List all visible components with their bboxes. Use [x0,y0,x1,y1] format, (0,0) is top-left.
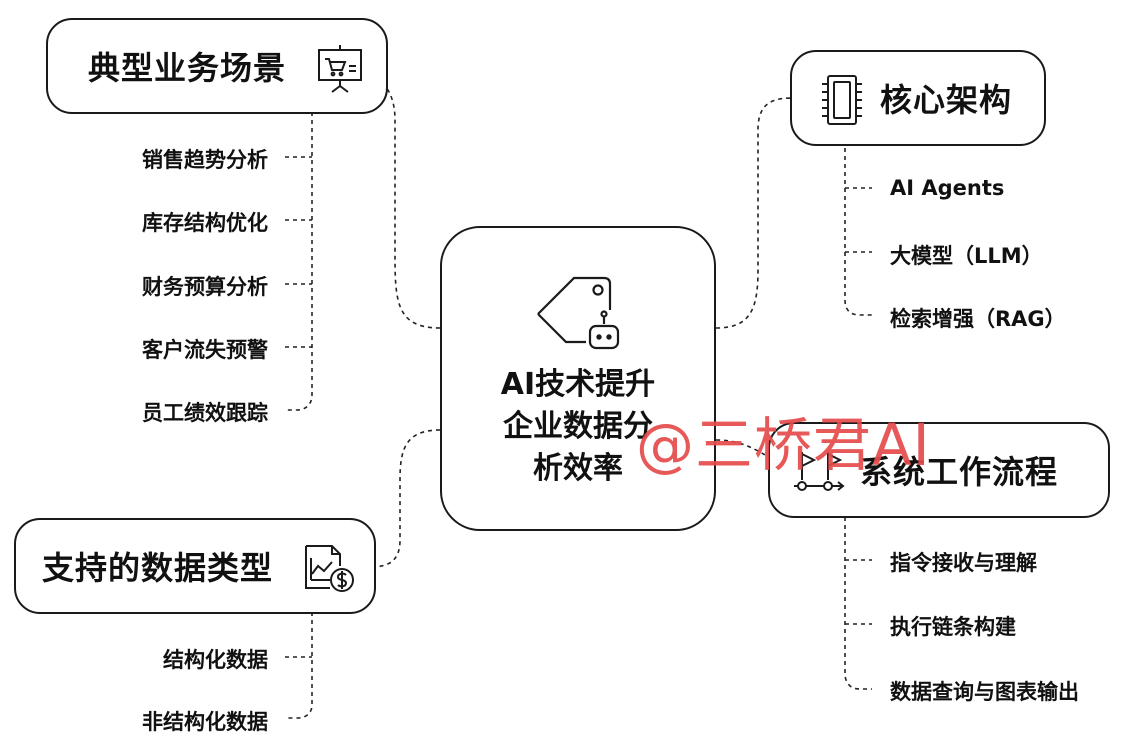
center-title: AI技术提升 企业数据分 析效率 [440,364,716,490]
center-title-line-2: 析效率 [533,451,623,486]
center-title-line-0: AI技术提升 [500,367,656,402]
scenario-item-3: 客户流失预警 [142,338,268,362]
center-title-line-1: 企业数据分 [503,409,653,444]
flags-flow-icon [792,446,848,498]
architecture-title: 核心架构 [880,81,1013,119]
scenario-item-2: 财务预算分析 [142,275,268,299]
data-type-item-0: 结构化数据 [163,648,268,672]
scenarios-title: 典型业务场景 [88,49,287,87]
scenario-item-4: 员工绩效跟踪 [142,401,268,425]
workflow-item-0: 指令接收与理解 [890,551,1037,575]
data-type-item-1: 非结构化数据 [142,710,268,734]
data-types-node: 支持的数据类型 [14,518,376,614]
workflow-item-2: 数据查询与图表输出 [890,680,1079,704]
architecture-node: 核心架构 [790,50,1046,146]
architecture-item-0: AI Agents [890,176,1005,200]
scenario-item-1: 库存结构优化 [142,211,268,235]
scenario-item-0: 销售趋势分析 [142,148,268,172]
workflow-item-1: 执行链条构建 [890,615,1016,639]
document-dollar-chart-icon [302,540,358,596]
chip-icon [820,72,864,128]
presentation-board-icon [314,42,366,94]
architecture-item-1: 大模型（LLM） [890,244,1043,268]
scenarios-node: 典型业务场景 [46,18,388,114]
workflow-title: 系统工作流程 [860,453,1059,491]
data-types-title: 支持的数据类型 [42,549,274,587]
tag-robot-icon [534,272,624,358]
workflow-node: 系统工作流程 [768,422,1110,518]
architecture-item-2: 检索增强（RAG） [890,307,1066,331]
watermark: @三桥君AI [636,411,931,479]
center-node [440,226,716,531]
